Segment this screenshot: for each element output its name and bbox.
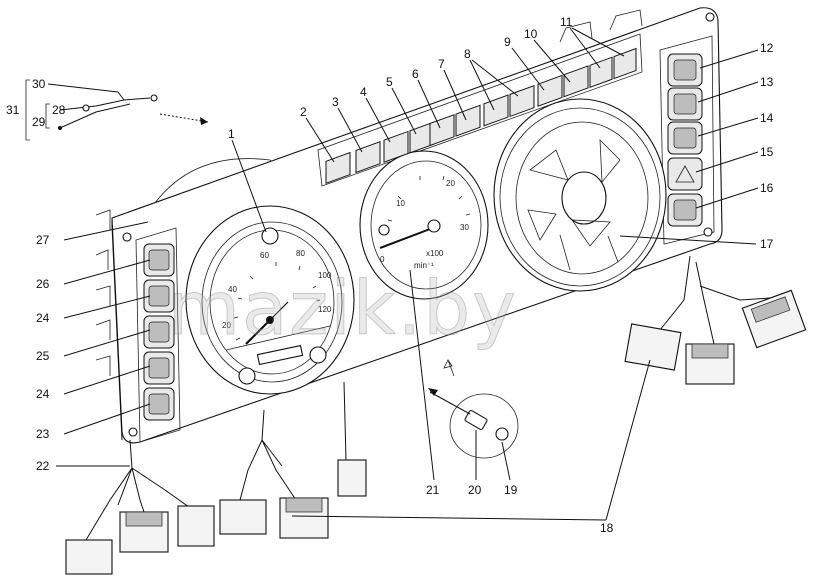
- trip-reset-knob: [238, 367, 256, 385]
- callout-12: 12: [760, 41, 774, 55]
- callout-labels: 1 2 3 4 5 6 7 8 9 10 11 12 13 14 15 16 1…: [6, 15, 774, 535]
- switch-11b[interactable]: [613, 47, 637, 80]
- callout-22: 22: [36, 459, 50, 473]
- callout-2: 2: [300, 105, 307, 119]
- gauge-center: [561, 171, 607, 225]
- switch-9[interactable]: [537, 74, 563, 107]
- callout-19: 19: [504, 483, 518, 497]
- callout-21: 21: [426, 483, 440, 497]
- connector-18e: [741, 289, 807, 349]
- callout-18: 18: [600, 521, 614, 535]
- callout-27: 27: [36, 233, 50, 247]
- tacho-unit-min: min⁻¹: [414, 261, 434, 270]
- speed-tick-80: 80: [296, 249, 305, 258]
- connector-center: [337, 459, 367, 497]
- top-switch-row: [325, 47, 637, 185]
- bulb: [495, 427, 509, 441]
- leader-lines: [47, 27, 759, 521]
- lamp-wire-detail: [25, 79, 209, 141]
- mount-hole: [122, 232, 132, 242]
- callout-11: 11: [560, 15, 573, 29]
- right-switch-column: [667, 53, 703, 227]
- callout-31: 31: [6, 103, 20, 117]
- mount-hole: [705, 12, 715, 22]
- tacho-tick-20: 20: [446, 179, 455, 188]
- switch-2[interactable]: [325, 151, 351, 185]
- tacho-unit-x100: x100: [426, 249, 444, 258]
- switch-6[interactable]: [429, 114, 455, 147]
- wiring-harness: [65, 255, 807, 575]
- callout-5: 5: [386, 75, 393, 89]
- switch-15-hazard[interactable]: [667, 157, 703, 191]
- combination-gauge: [493, 98, 667, 292]
- callout-20: 20: [468, 483, 482, 497]
- speed-tick-40: 40: [228, 285, 237, 294]
- callout-24-upper: 24: [36, 311, 50, 325]
- callout-17: 17: [760, 237, 774, 251]
- tachometer: 0 10 20 30 x100 min⁻¹: [359, 150, 489, 300]
- callout-29: 29: [32, 115, 46, 129]
- hazard-icon: [675, 165, 695, 183]
- switch-11a[interactable]: [589, 56, 613, 88]
- callout-14: 14: [760, 111, 774, 125]
- callout-15: 15: [760, 145, 774, 159]
- bulb-socket: [464, 409, 488, 431]
- callout-3: 3: [332, 95, 339, 109]
- callout-6: 6: [412, 67, 419, 81]
- callout-9: 9: [504, 35, 511, 49]
- speed-tick-60: 60: [260, 251, 269, 260]
- callout-28: 28: [52, 103, 66, 117]
- callout-26: 26: [36, 277, 50, 291]
- mount-hole: [703, 227, 713, 237]
- bulb-socket-detail: [428, 359, 519, 459]
- callout-24-lower: 24: [36, 387, 50, 401]
- watermark: mazik.by: [168, 266, 518, 352]
- clock-knob: [309, 346, 327, 364]
- speedometer-lamp: [261, 227, 279, 245]
- connector-18c: [624, 323, 682, 371]
- tachometer-lamp: [378, 224, 390, 236]
- callout-8: 8: [464, 47, 471, 61]
- switch-7[interactable]: [455, 104, 481, 137]
- tacho-tick-30: 30: [460, 223, 469, 232]
- switch-8b[interactable]: [509, 84, 535, 118]
- connector-22a: [65, 539, 113, 575]
- callout-7: 7: [438, 57, 445, 71]
- speed-tick-100: 100: [318, 271, 332, 280]
- callout-25: 25: [36, 349, 50, 363]
- speed-tick-20: 20: [222, 321, 231, 330]
- callout-4: 4: [360, 85, 367, 99]
- callout-23: 23: [36, 427, 50, 441]
- connector-22c: [177, 505, 215, 547]
- callout-13: 13: [760, 75, 774, 89]
- switch-10[interactable]: [563, 65, 589, 98]
- speedometer: 20 40 60 80 100 120: [185, 205, 355, 395]
- speedometer-needle: [245, 321, 269, 345]
- switch-3[interactable]: [355, 141, 381, 174]
- callout-1: 1: [228, 127, 235, 141]
- callout-30: 30: [32, 77, 46, 91]
- switch-4[interactable]: [383, 130, 409, 163]
- callout-10: 10: [524, 27, 538, 41]
- mount-hole: [128, 427, 138, 437]
- tacho-tick-10: 10: [396, 199, 405, 208]
- speed-tick-120: 120: [318, 305, 332, 314]
- tacho-tick-0: 0: [380, 255, 385, 264]
- callout-16: 16: [760, 181, 774, 195]
- connector-18a: [219, 499, 267, 535]
- left-switch-column: [143, 243, 175, 421]
- odometer-window: [256, 344, 304, 366]
- tachometer-needle: [379, 225, 439, 249]
